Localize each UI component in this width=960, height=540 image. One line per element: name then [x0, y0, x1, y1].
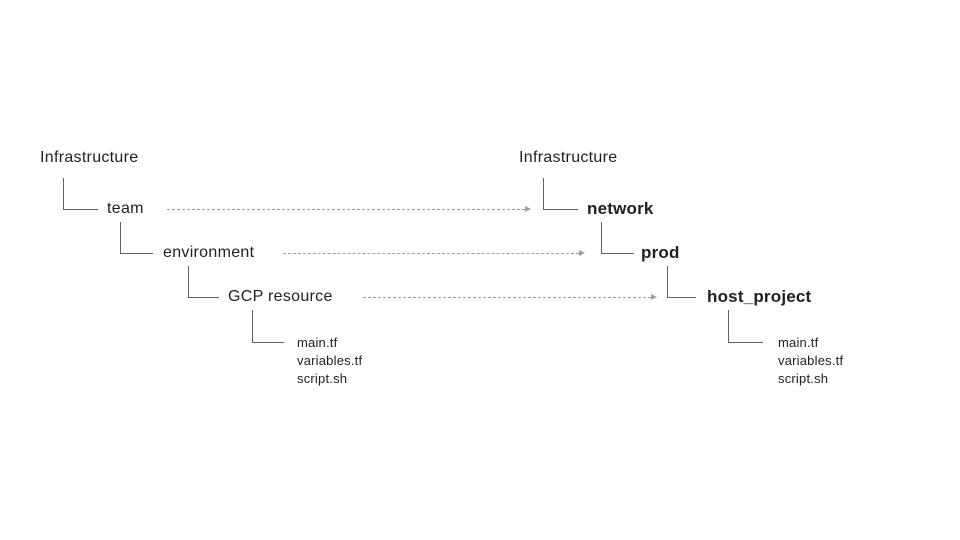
right-connector-network-to-prod	[601, 222, 634, 254]
right-tree-node-prod: prod	[641, 243, 680, 262]
right-file-script-sh: script.sh	[778, 371, 829, 386]
right-tree-file-list: main.tf variables.tf script.sh	[778, 334, 843, 388]
arrowhead-icon	[525, 206, 531, 212]
left-tree-node-team: team	[107, 200, 144, 217]
left-tree-root-label: Infrastructure	[40, 149, 139, 166]
mapping-arrow-resource-to-host-project	[363, 294, 657, 300]
arrowhead-icon	[651, 294, 657, 300]
arrowhead-icon	[579, 250, 585, 256]
left-connector-root-to-team	[63, 178, 98, 210]
left-connector-resource-to-files	[252, 310, 284, 343]
left-tree-file-list: main.tf variables.tf script.sh	[297, 334, 362, 388]
left-file-main-tf: main.tf	[297, 335, 338, 350]
left-tree-node-gcp-resource: GCP resource	[228, 288, 333, 305]
right-connector-host-project-to-files	[728, 310, 763, 343]
left-connector-team-to-environment	[120, 222, 153, 254]
mapping-arrow-team-to-network	[167, 206, 531, 212]
right-tree-node-network: network	[587, 199, 654, 218]
left-file-script-sh: script.sh	[297, 371, 348, 386]
right-tree-root-label: Infrastructure	[519, 149, 618, 166]
right-tree-node-host-project: host_project	[707, 287, 812, 306]
left-tree-node-environment: environment	[163, 244, 255, 261]
right-file-variables-tf: variables.tf	[778, 353, 844, 368]
right-file-main-tf: main.tf	[778, 335, 819, 350]
mapping-arrow-environment-to-prod	[283, 250, 585, 256]
right-connector-root-to-network	[543, 178, 578, 210]
right-connector-prod-to-host-project	[667, 266, 696, 298]
left-connector-environment-to-resource	[188, 266, 219, 298]
left-file-variables-tf: variables.tf	[297, 353, 363, 368]
